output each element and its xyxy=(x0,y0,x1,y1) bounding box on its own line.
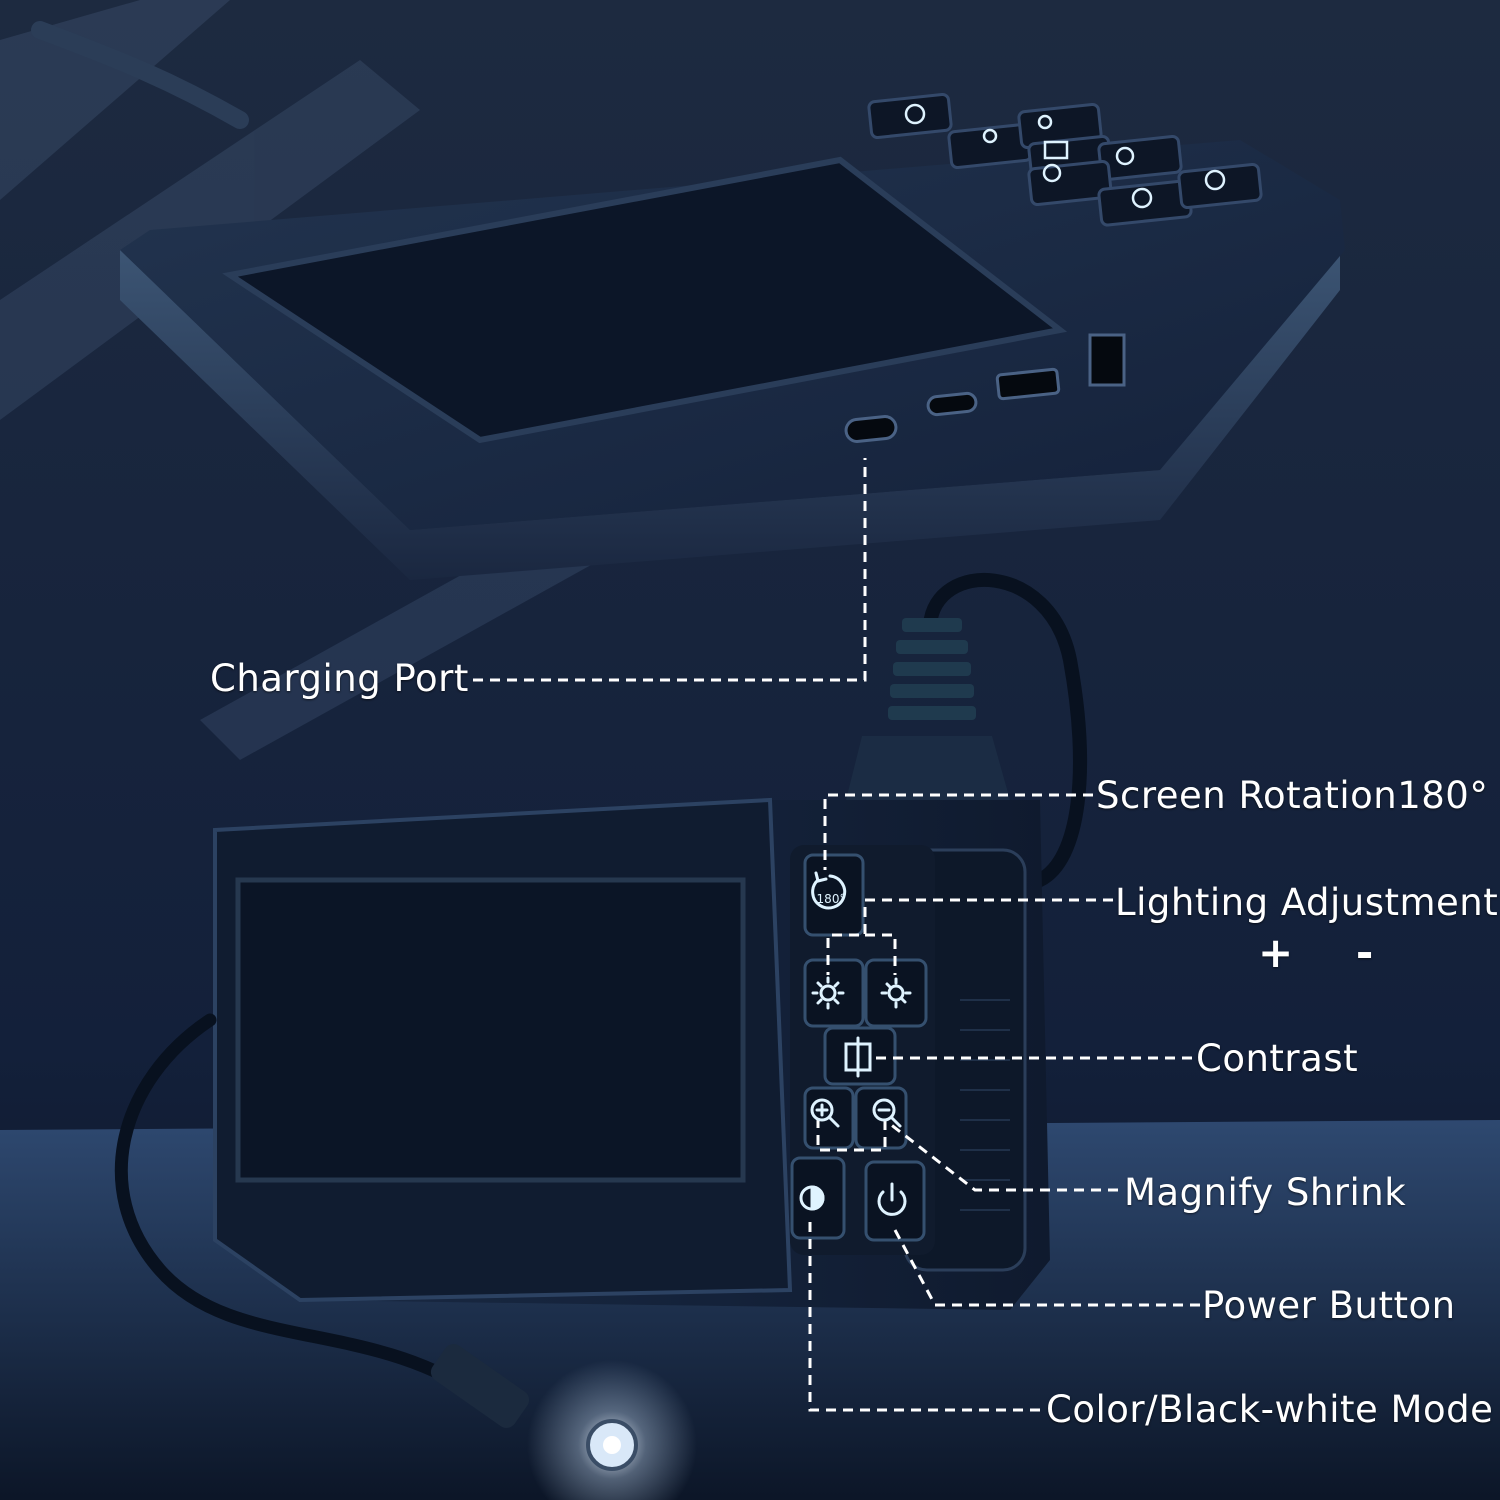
rotate-180-icon[interactable]: 180° xyxy=(811,871,847,910)
bottom-device xyxy=(213,573,1087,1310)
brightness-up-icon[interactable] xyxy=(811,976,845,1010)
zoom-in-icon[interactable] xyxy=(810,1098,840,1128)
zoom-out-icon[interactable] xyxy=(872,1098,902,1128)
power-button-label: Power Button xyxy=(1202,1284,1456,1327)
power-icon[interactable] xyxy=(877,1182,907,1216)
leader-lines xyxy=(473,458,1200,1412)
color-mode-icon[interactable] xyxy=(799,1185,825,1211)
top-device xyxy=(31,21,1345,580)
rotation-button-label: 180° xyxy=(817,892,846,906)
probe-cable xyxy=(114,1013,477,1397)
lighting-plus-minus-label: + - xyxy=(1258,928,1398,977)
contrast-label: Contrast xyxy=(1196,1037,1359,1080)
screen-rotation-label: Screen Rotation180° xyxy=(1096,774,1489,817)
magnify-shrink-label: Magnify Shrink xyxy=(1124,1171,1407,1214)
contrast-icon[interactable] xyxy=(844,1036,872,1078)
lighting-adjustment-label: Lighting Adjustment xyxy=(1115,881,1499,924)
brightness-down-icon[interactable] xyxy=(880,977,912,1009)
color-mode-label: Color/Black-white Mode xyxy=(1046,1388,1494,1431)
charging-port-label: Charging Port xyxy=(210,657,469,700)
